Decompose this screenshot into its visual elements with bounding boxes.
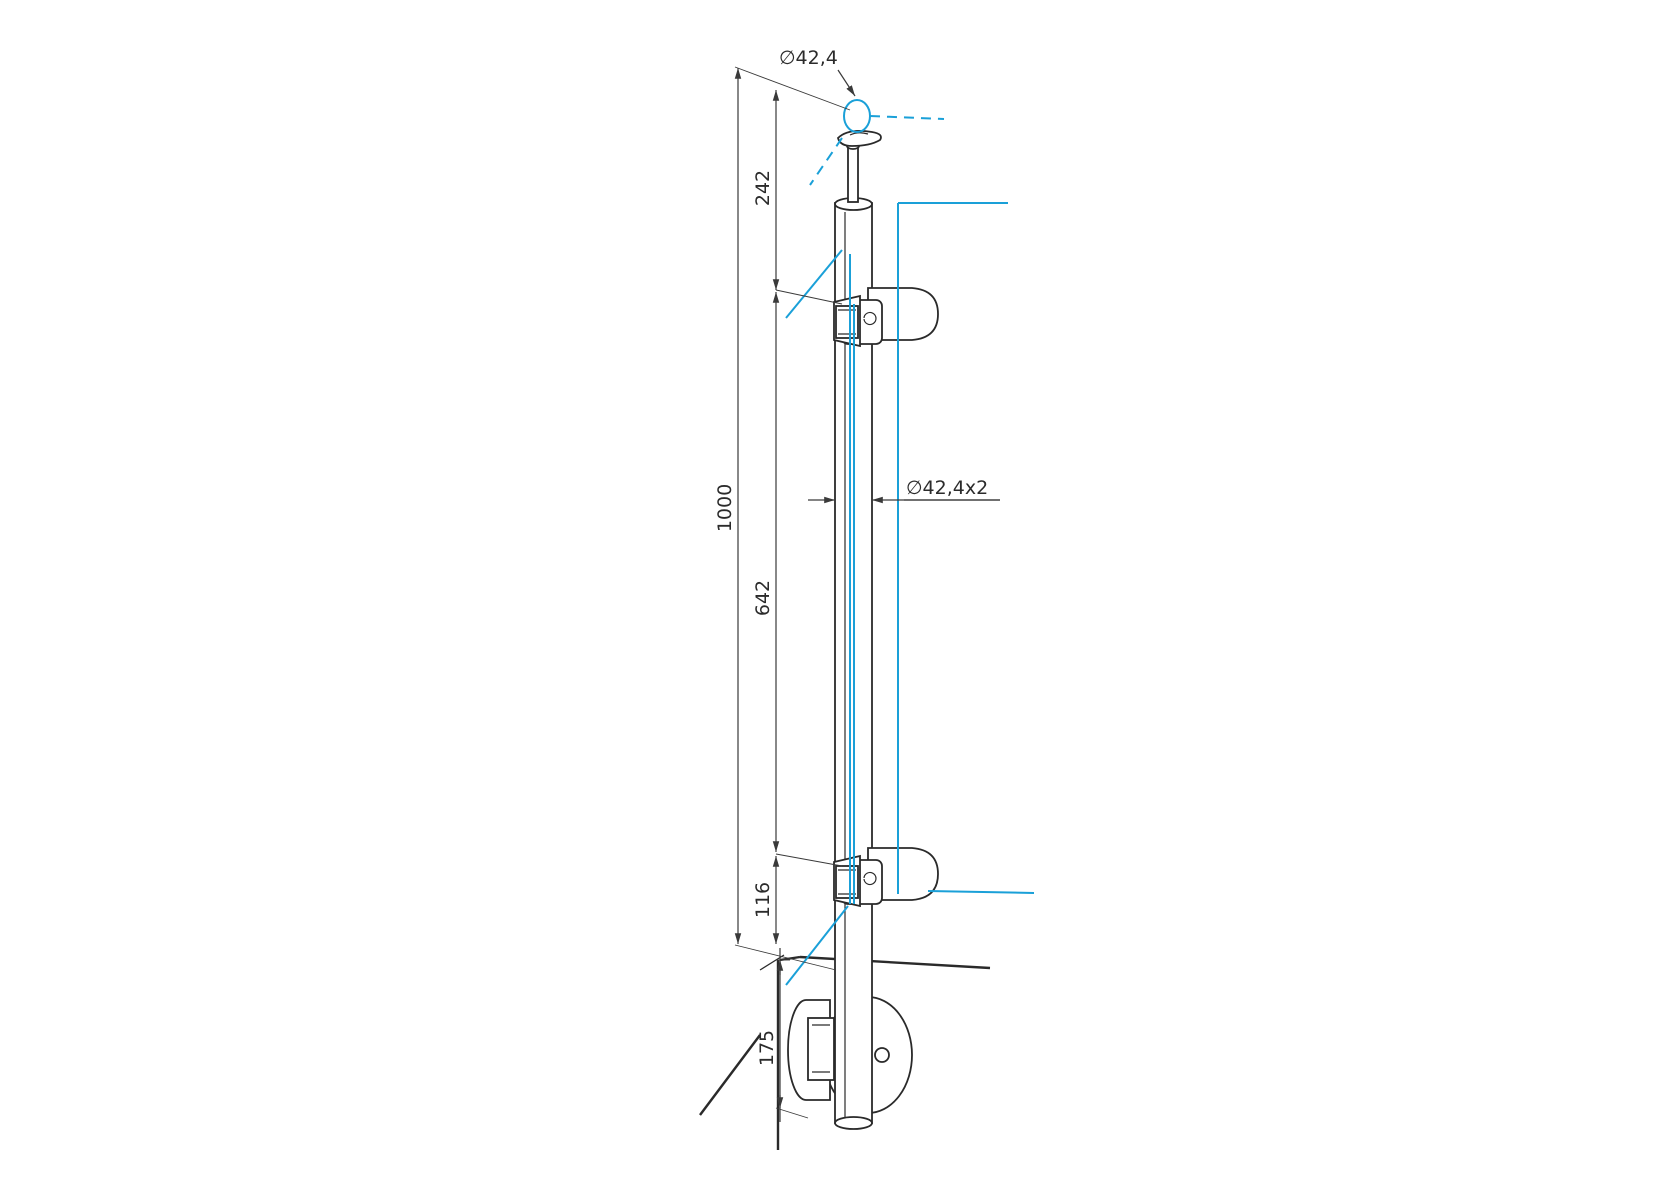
glass-panel-front (897, 202, 1035, 894)
dimension-base-label: 175 (756, 1030, 778, 1066)
post-tube-label: ∅42,4x2 (906, 477, 988, 499)
dimension-bottom-label: 116 (752, 882, 774, 918)
glass-clamp-upper (833, 287, 939, 348)
dimension-handrail-diameter: ∅42,4 (779, 47, 856, 97)
handrail-saddle (837, 129, 882, 203)
dimension-middle-label: 642 (752, 580, 774, 616)
dimension-overall-label: 1000 (714, 484, 736, 532)
handrail-diameter-label: ∅42,4 (779, 47, 838, 69)
dimension-top-label: 242 (752, 170, 774, 206)
dimension-overall-height: 1000 (714, 66, 851, 971)
dimension-post-tube: ∅42,4x2 (808, 477, 1000, 504)
handrail-profile (809, 99, 945, 186)
floor-slab (699, 954, 991, 1150)
dimension-chain: 242 642 116 (752, 90, 843, 944)
dimension-base: 175 (756, 948, 809, 1122)
glass-panel-side (785, 249, 855, 986)
